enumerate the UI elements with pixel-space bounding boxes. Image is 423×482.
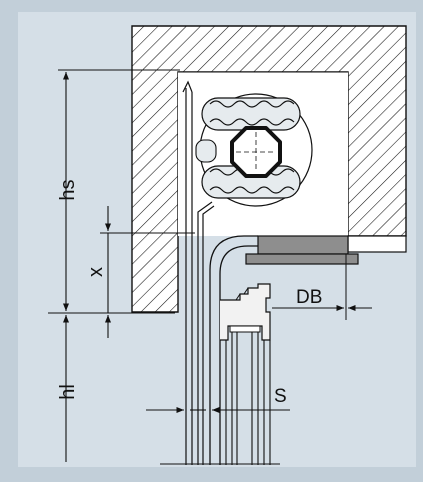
x-label: x	[85, 267, 107, 277]
guide-rail-top	[182, 80, 193, 93]
hl-label: hl	[57, 384, 79, 400]
db-label: DB	[296, 287, 322, 308]
hs-label: hs	[57, 179, 79, 200]
sill-base-plate	[245, 253, 359, 265]
shutter-coil	[195, 93, 313, 207]
s-label: S	[274, 386, 287, 407]
extension-lines	[48, 69, 347, 465]
window-frame-profile	[220, 283, 271, 465]
frame-curve-profile	[209, 235, 258, 465]
shutter-curtain	[197, 201, 215, 465]
sill-board	[257, 235, 349, 255]
outer-guide-rail	[185, 88, 193, 465]
sill-white-cap	[347, 235, 407, 253]
